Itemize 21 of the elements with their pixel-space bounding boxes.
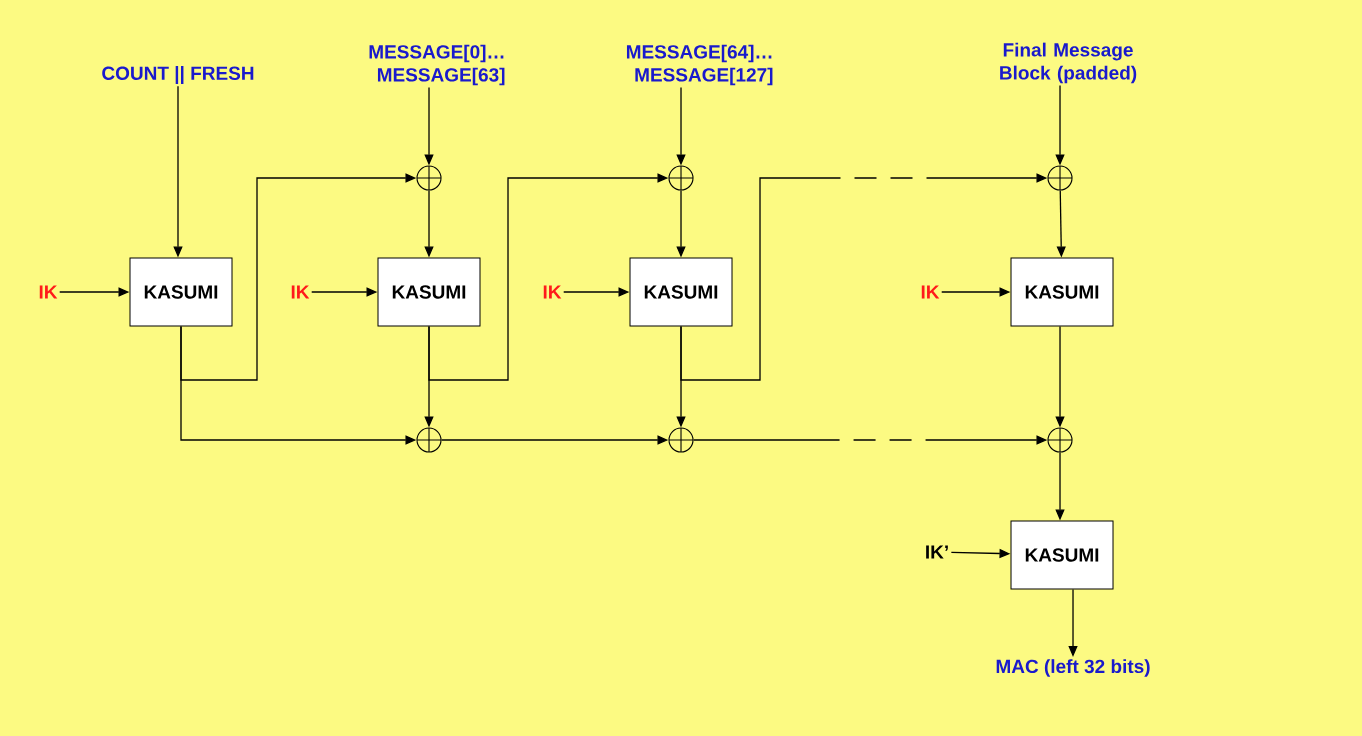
xor-symbol [1047, 427, 1073, 453]
xor-symbol [668, 165, 694, 191]
xor-symbol [1047, 165, 1073, 191]
xor-symbol [416, 427, 442, 453]
input-label: IK [39, 285, 58, 299]
cipher-box: KASUMI [629, 257, 733, 327]
cipher-box: KASUMI [377, 257, 481, 327]
input-label: IK [291, 285, 310, 299]
input-label: MESSAGE[0]… MESSAGE[63] [369, 44, 505, 86]
cipher-box: KASUMI [129, 257, 233, 327]
cipher-box: KASUMI [1010, 257, 1114, 327]
input-label: IK’ [926, 545, 948, 559]
input-label: MESSAGE[64]… MESSAGE[127] [626, 44, 773, 86]
input-label: MAC (left 32 bits) [996, 659, 1150, 677]
input-label: Final Message Block (padded) [1000, 42, 1137, 84]
input-label: IK [921, 285, 940, 299]
cipher-box: KASUMI [1010, 520, 1114, 590]
input-label: COUNT || FRESH [102, 66, 254, 84]
xor-symbol [416, 165, 442, 191]
xor-symbol [668, 427, 694, 453]
input-label: IK [543, 285, 562, 299]
